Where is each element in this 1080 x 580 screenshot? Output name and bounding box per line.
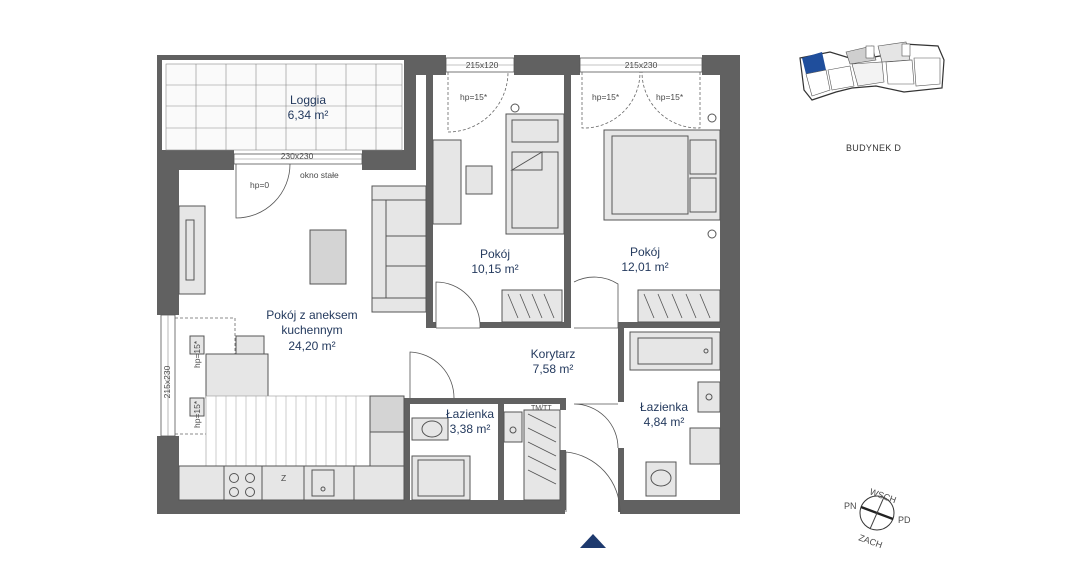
compass-label-zach: ZACH bbox=[857, 532, 883, 550]
wall-room1-bottom-a bbox=[426, 322, 436, 328]
wall-room2-bottom bbox=[618, 322, 728, 328]
fixed-window-note: okno stałe bbox=[300, 170, 339, 180]
appliance-note: TM/TT bbox=[531, 405, 552, 412]
key-plan: BUDYNEK D bbox=[799, 41, 945, 153]
sill-hp0: hp=0 bbox=[250, 180, 269, 190]
room-living-name-1: Pokój z aneksem bbox=[266, 308, 357, 322]
windows bbox=[160, 57, 703, 437]
wall-bath1-right-b bbox=[560, 450, 566, 510]
sill-hp15-room2b: hp=15* bbox=[656, 92, 684, 102]
room-pokoj2-name: Pokój bbox=[630, 245, 660, 259]
annotations: 230x230 215x120 215x230 215x230 hp=0 okn… bbox=[162, 60, 684, 483]
doors bbox=[175, 71, 701, 513]
room-labels: Loggia 6,34 m² Pokój 10,15 m² Pokój 12,0… bbox=[266, 93, 688, 436]
stove-mark: Z bbox=[281, 473, 286, 483]
sill-hp15-room2a: hp=15* bbox=[592, 92, 620, 102]
loggia-tiles bbox=[165, 63, 403, 151]
wall-bottom-right bbox=[620, 500, 740, 514]
wall-left-upper bbox=[157, 150, 179, 315]
room-korytarz-area: 7,58 m² bbox=[533, 362, 574, 376]
wall-shaft bbox=[498, 404, 504, 504]
key-plan-highlight bbox=[802, 52, 826, 74]
wall-top-room1-right bbox=[514, 55, 580, 75]
room-loggia-area: 6,34 m² bbox=[288, 108, 329, 122]
sill-hp15-left-a: hp=15* bbox=[192, 340, 202, 368]
wall-bath1-top bbox=[404, 398, 566, 404]
compass-label-pn: PN bbox=[844, 501, 857, 511]
entrance-marker bbox=[580, 534, 606, 548]
loggia-parapet-top bbox=[157, 55, 409, 60]
room-bath2-area: 4,84 m² bbox=[644, 415, 685, 429]
compass-label-pd: PD bbox=[898, 515, 911, 525]
window-dim-4: 215x230 bbox=[162, 365, 172, 398]
wall-bath1-right bbox=[560, 398, 566, 410]
bathroom-fixtures bbox=[411, 331, 721, 501]
wall-right bbox=[720, 55, 740, 514]
room-bath1-name: Łazienka bbox=[446, 407, 494, 421]
compass: WSCH PN PD ZACH bbox=[844, 486, 911, 550]
wall-bath1-left bbox=[404, 398, 410, 510]
loggia-parapet-left bbox=[157, 55, 162, 167]
wall-bottom-left bbox=[157, 500, 565, 514]
room-korytarz-name: Korytarz bbox=[531, 347, 576, 361]
wall-room1-room2 bbox=[564, 70, 571, 328]
wall-top-room1-left bbox=[416, 55, 446, 75]
room-bath1-area: 3,38 m² bbox=[450, 422, 491, 436]
wall-bath2-left bbox=[618, 322, 624, 402]
sill-hp15-left-b: hp=15* bbox=[192, 400, 202, 428]
rooms-furniture bbox=[432, 103, 721, 323]
window-dim-2: 215x120 bbox=[466, 60, 499, 70]
living-furniture bbox=[178, 185, 427, 501]
room-pokoj1-area: 10,15 m² bbox=[471, 262, 518, 276]
building-label: BUDYNEK D bbox=[846, 143, 901, 153]
wall-living-room1 bbox=[426, 70, 433, 328]
window-dim-1: 230x230 bbox=[281, 151, 314, 161]
wall-bath2-left-b bbox=[618, 448, 624, 512]
walls bbox=[157, 55, 740, 514]
room-bath2-name: Łazienka bbox=[640, 400, 688, 414]
wall-loggia-right-b bbox=[404, 55, 416, 170]
sill-hp15-room1: hp=15* bbox=[460, 92, 488, 102]
wall-loggia-living-right bbox=[362, 150, 416, 170]
room-loggia-name: Loggia bbox=[290, 93, 326, 107]
wall-room1-bottom-b bbox=[480, 322, 571, 328]
room-living-name-2: kuchennym bbox=[281, 323, 342, 337]
room-pokoj2-area: 12,01 m² bbox=[621, 260, 668, 274]
wall-left-lower bbox=[157, 436, 179, 514]
window-dim-3: 215x230 bbox=[625, 60, 658, 70]
room-pokoj1-name: Pokój bbox=[480, 247, 510, 261]
room-living-area: 24,20 m² bbox=[288, 339, 335, 353]
